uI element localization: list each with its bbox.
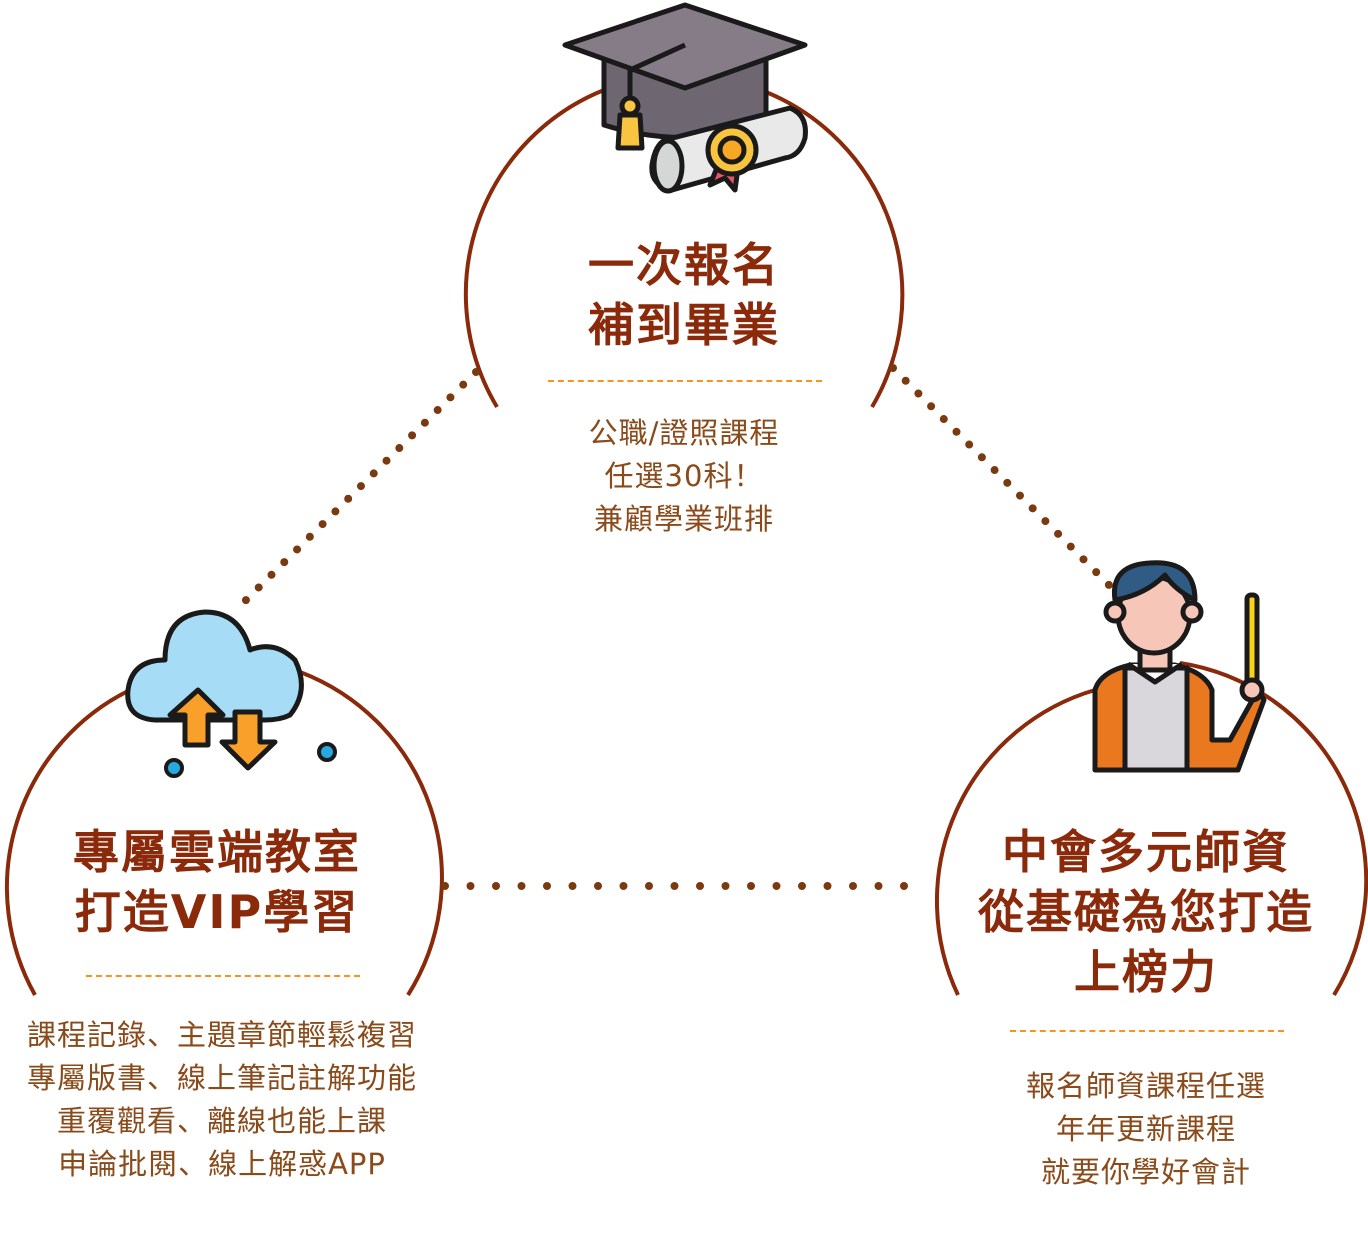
left-desc-line: 課程記錄、主題章節輕鬆複習	[26, 1018, 417, 1052]
top-desc-line: 任選30科！	[604, 459, 764, 493]
graduation-cap-diploma-icon	[562, 2, 808, 194]
cloud-sync-icon	[125, 609, 337, 778]
right-description: 報名師資課程任選 年年更新課程 就要你學好會計	[946, 1065, 1346, 1194]
top-divider	[548, 380, 822, 382]
right-circle-arc	[934, 688, 1096, 996]
top-title-line: 補到畢業	[588, 298, 780, 352]
teacher-icon	[1092, 560, 1267, 773]
left-description: 課程記錄、主題章節輕鬆複習 專屬版書、線上筆記註解功能 重覆觀看、離線也能上課 …	[0, 1014, 444, 1186]
top-circle-arc	[463, 88, 605, 409]
top-desc-line: 兼顧學業班排	[593, 502, 774, 536]
top-desc-line: 公職/證照課程	[588, 416, 780, 450]
right-circle-arc-right	[1179, 661, 1368, 997]
left-title-line: 打造VIP學習	[74, 885, 360, 939]
right-title: 中會多元師資 從基礎為您打造 上榜力	[946, 822, 1346, 1002]
right-title-line: 從基礎為您打造	[978, 885, 1314, 939]
right-title-line: 中會多元師資	[1002, 825, 1290, 879]
right-title-line: 上榜力	[1074, 945, 1218, 999]
left-circle-arc	[4, 688, 131, 996]
left-desc-line: 重覆觀看、離線也能上課	[56, 1104, 387, 1138]
left-title: 專屬雲端教室 打造VIP學習	[0, 822, 434, 942]
left-desc-line: 專屬版書、線上筆記註解功能	[26, 1061, 417, 1095]
left-divider	[86, 975, 360, 977]
top-title: 一次報名 補到畢業	[484, 235, 884, 355]
top-description: 公職/證照課程 任選30科！ 兼顧學業班排	[484, 412, 884, 541]
right-desc-line: 年年更新課程	[1055, 1112, 1236, 1146]
top-circle-arc-right	[765, 90, 905, 409]
right-desc-line: 報名師資課程任選	[1025, 1069, 1266, 1103]
dotted-connector-left	[234, 368, 480, 612]
dotted-connector-right	[889, 364, 1114, 590]
right-desc-line: 就要你學好會計	[1040, 1155, 1251, 1189]
left-desc-line: 申論批閱、線上解惑APP	[58, 1147, 386, 1181]
left-circle-arc-right	[299, 670, 444, 997]
left-title-line: 專屬雲端教室	[73, 825, 361, 879]
top-title-line: 一次報名	[588, 238, 780, 292]
right-divider	[1010, 1030, 1284, 1032]
